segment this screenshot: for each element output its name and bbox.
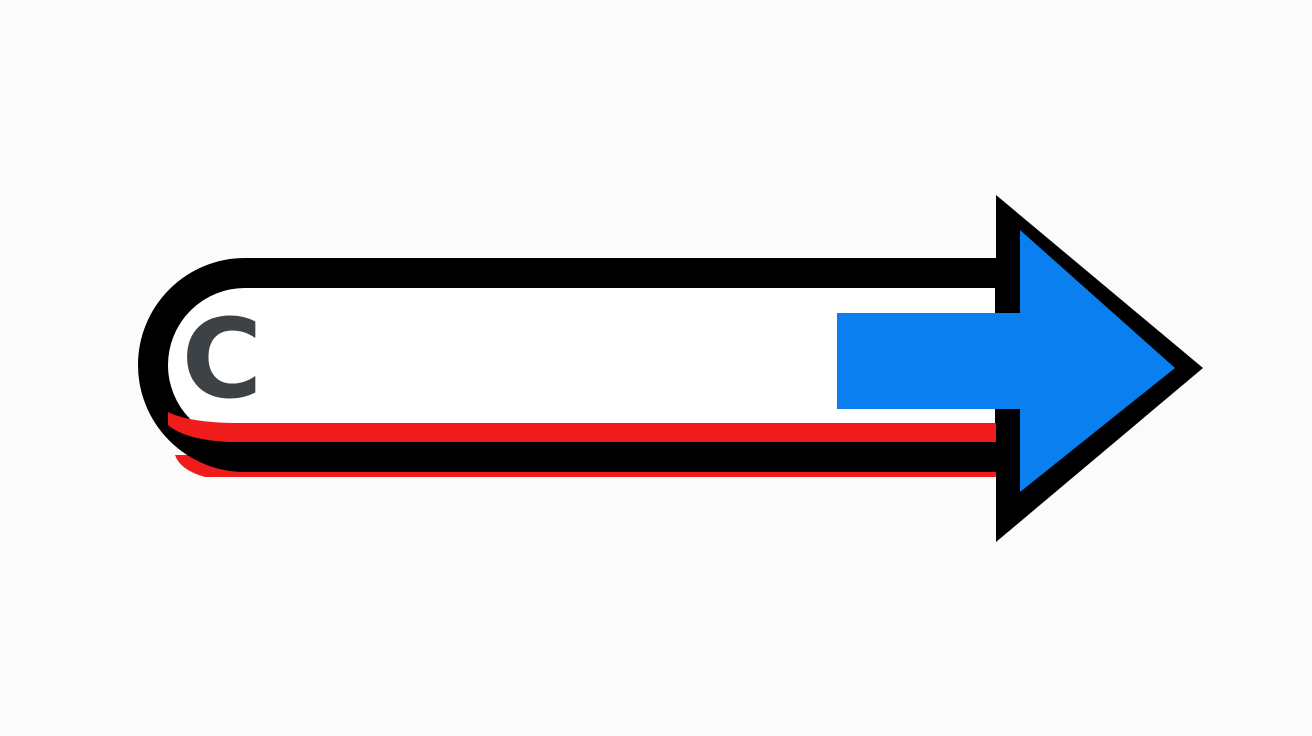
arrow-head-fill [1020,230,1175,492]
red-stripe [168,412,1020,442]
arrow-shaft-fill [837,313,1027,409]
letter-c: C [182,295,263,423]
capsule-body [138,258,1025,472]
